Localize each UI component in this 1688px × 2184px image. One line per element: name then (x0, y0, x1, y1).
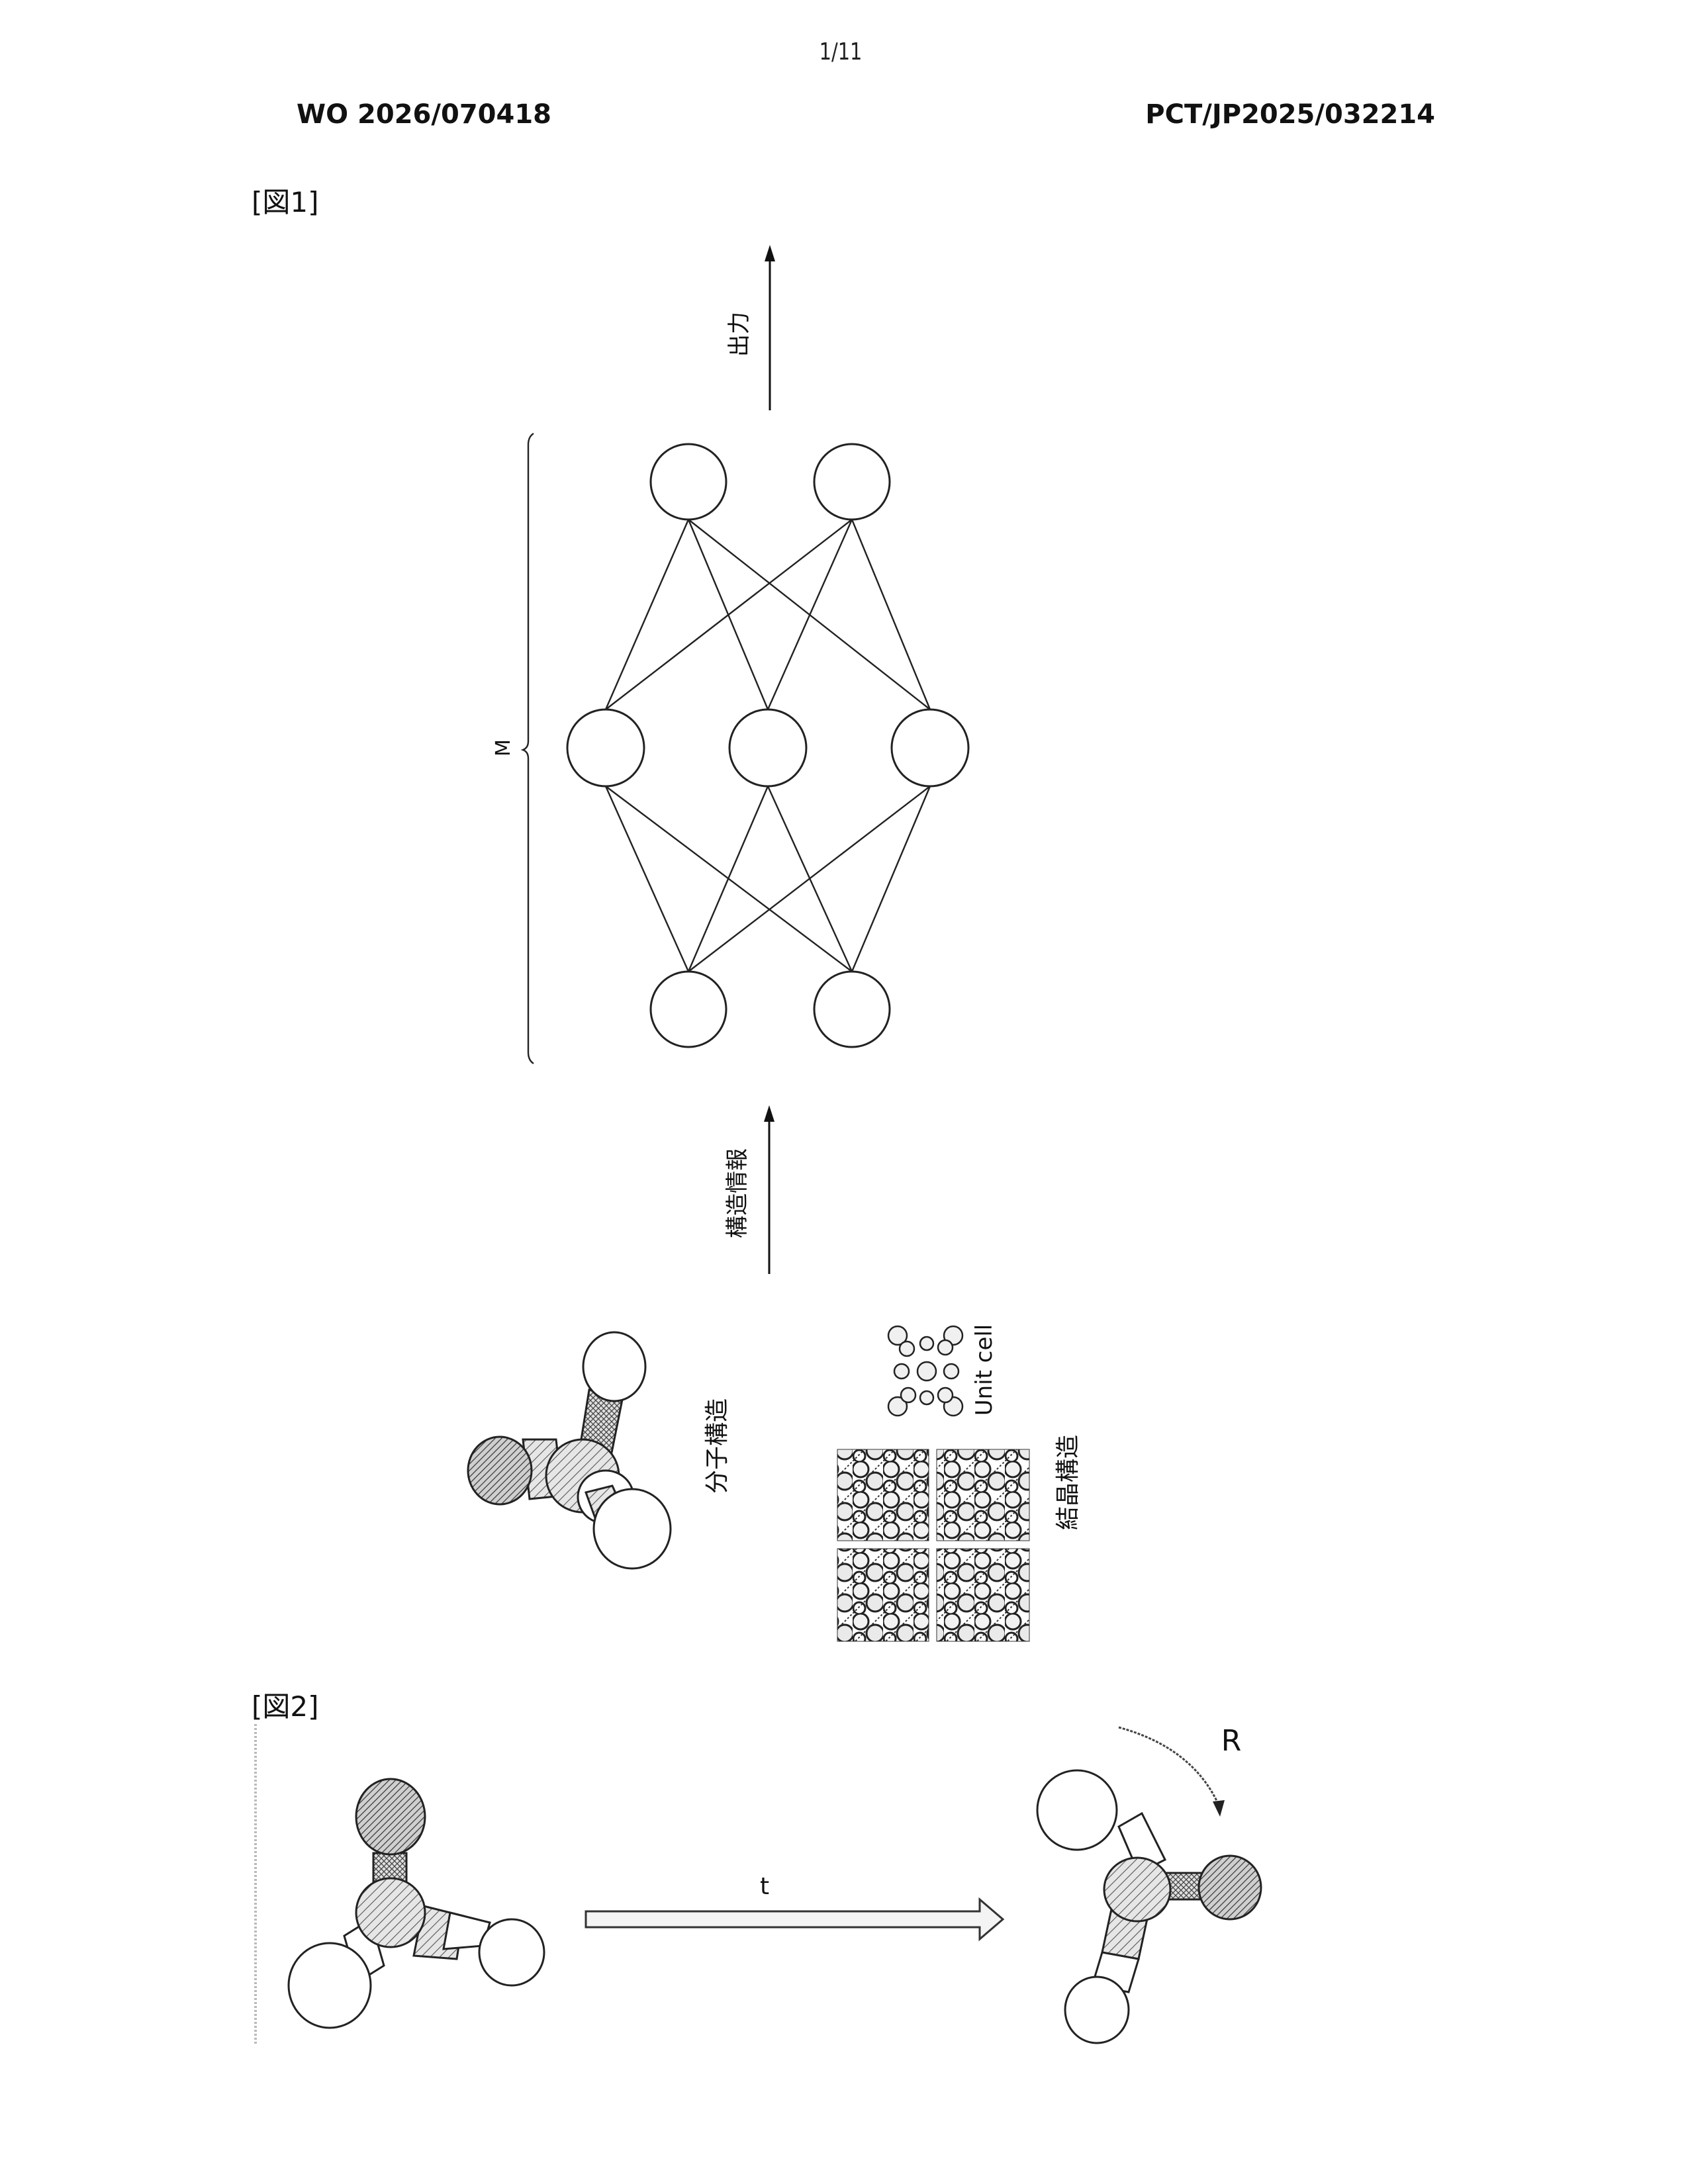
page-number: 1/11 (819, 38, 863, 66)
network-nodes (566, 443, 970, 1048)
arrow-head-icon (764, 1105, 774, 1122)
output-node (813, 443, 891, 521)
input-node (813, 970, 891, 1048)
model-label: M (492, 739, 515, 756)
rotation-label: R (1221, 1724, 1242, 1758)
figure-1-label: [図1] (252, 186, 319, 218)
molecule-before (287, 1778, 545, 2029)
application-number: PCT/JP2025/032214 (1145, 99, 1435, 130)
translation-arrow (585, 1897, 1005, 1942)
arrow-head-icon (1213, 1800, 1225, 1817)
arrow-head-icon (765, 245, 775, 261)
molecule-label: 分子構造 (704, 1398, 731, 1494)
output-arrow (765, 245, 775, 410)
translation-label: t (760, 1873, 769, 1900)
input-label: 構造情報 (724, 1148, 751, 1238)
hidden-node (566, 708, 645, 788)
hidden-node (890, 708, 970, 788)
crystal-structure (837, 1449, 1030, 1642)
figure-2-label: [図2] (252, 1690, 319, 1723)
input-node (649, 970, 727, 1048)
unit-cell (887, 1325, 964, 1417)
molecule-structure (467, 1331, 672, 1570)
crystal-label: 結晶構造 (1055, 1435, 1082, 1530)
model-brace (520, 432, 534, 1065)
unit-cell-label: Unit cell (971, 1324, 998, 1416)
output-node (649, 443, 727, 521)
publication-number: WO 2026/070418 (297, 99, 551, 130)
input-arrow (764, 1105, 774, 1274)
neural-network (604, 519, 931, 972)
rotation-arrow (1118, 1726, 1225, 1817)
molecule-after (1036, 1769, 1262, 2044)
hidden-node (728, 708, 808, 788)
output-label: 出力 (726, 312, 753, 357)
